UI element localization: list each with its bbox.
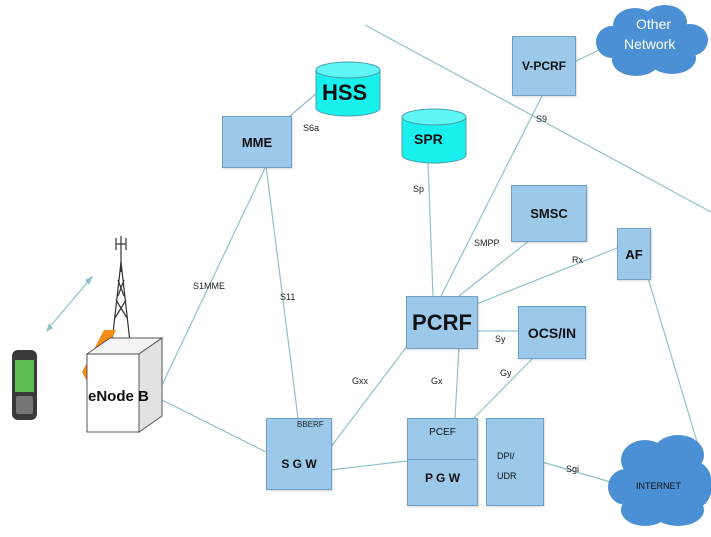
other-network-cloud [596, 5, 708, 76]
dpi-label-line2: UDR [497, 471, 517, 481]
af-box: AF [617, 228, 651, 280]
link-af-internet [647, 277, 699, 446]
link-smsc-pcrf [458, 239, 531, 297]
pcrf-box: PCRF [406, 296, 478, 349]
smsc-box: SMSC [511, 185, 587, 242]
dpi-label-line1: DPI/ [497, 451, 515, 461]
link-enodeb-sgw [161, 399, 267, 453]
internet-cloud [608, 435, 711, 526]
interface-bberf: BBERF [297, 420, 324, 429]
vpcrf-box: V-PCRF [512, 36, 576, 96]
interface-s1mme: S1MME [193, 281, 226, 291]
interface-gy: Gy [500, 368, 512, 378]
mobile-phone-icon [12, 350, 37, 420]
link-spr-pcrf [427, 161, 434, 297]
mme-label: MME [241, 134, 273, 150]
pgw-box: PCEF P G W [407, 418, 478, 506]
pcrf-label: PCRF [412, 309, 472, 335]
ocs-label: OCS/IN [527, 324, 577, 341]
link-ocs-pgw [473, 356, 535, 419]
spr-label: SPR [414, 131, 443, 147]
phone-arrowheads [46, 276, 93, 332]
link-mme-enodeb [161, 165, 267, 386]
hss-label: HSS [322, 80, 368, 105]
arrowhead-icon [85, 276, 93, 285]
link-sgw-pcrf [326, 344, 409, 453]
hss-database [315, 61, 381, 117]
interface-sgi: Sgi [566, 464, 580, 474]
link-sgw-pgw [329, 460, 408, 471]
antenna-tower-icon [111, 236, 131, 343]
connection-lines [46, 24, 711, 484]
enodeb-cube-front [86, 353, 140, 433]
boundary-line [364, 24, 711, 213]
interface-sy: Sy [495, 334, 506, 344]
pcef-divider [407, 459, 476, 460]
internet-label: INTERNET [636, 481, 681, 491]
vpcrf-label: V-PCRF [521, 59, 566, 73]
interface-smpp: SMPP [474, 238, 500, 248]
other-network-label-line2: Network [624, 36, 676, 52]
link-af-pcrf [473, 247, 618, 306]
interface-gxx: Gxx [352, 376, 369, 386]
arrowhead-icon [46, 323, 53, 332]
sgw-box: S G W [266, 418, 332, 490]
link-mme-sgw [265, 165, 299, 419]
link-phone-enodeb [46, 276, 93, 331]
enodeb-cube-side [138, 337, 163, 433]
link-dpi-internet [541, 461, 615, 484]
interface-s9: S9 [536, 114, 548, 124]
af-label: AF [625, 246, 643, 262]
sgw-label: S G W [281, 457, 317, 471]
dpi-box: DPI/ UDR [486, 418, 544, 506]
link-pcrf-pgw [454, 346, 460, 419]
other-network-label-line1: Other [636, 16, 672, 32]
pcef-label: PCEF [429, 427, 456, 438]
link-vpcrf-pcrf [440, 93, 544, 297]
interface-gx: Gx [431, 376, 443, 386]
ocs-box: OCS/IN [518, 306, 586, 359]
interface-s11: S11 [280, 292, 296, 302]
interface-rx: Rx [572, 255, 583, 265]
pgw-label: P G W [424, 471, 461, 485]
spr-database [401, 108, 467, 164]
interface-s6a: S6a [303, 123, 320, 133]
smsc-label: SMSC [530, 206, 568, 221]
link-mme-hss [289, 91, 319, 117]
interface-sp: Sp [413, 184, 425, 194]
mme-box: MME [222, 116, 292, 168]
enodeb-cube [82, 330, 164, 433]
enodeb-label: eNode B [88, 388, 149, 405]
